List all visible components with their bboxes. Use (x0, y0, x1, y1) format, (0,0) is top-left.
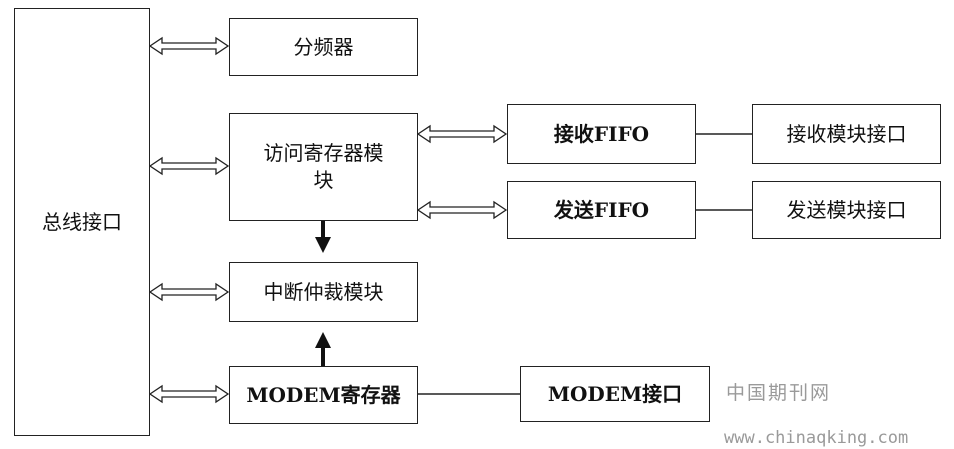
access-register-label: 访问寄存器模 块 (264, 140, 384, 194)
tx-fifo-label: 发送FIFO (553, 197, 650, 222)
bus-divider-arrow (148, 36, 230, 56)
bus-interface-label: 总线接口 (42, 209, 122, 234)
watermark-url: www.chinaqking.com (724, 428, 909, 448)
rx-fifo-label: 接收FIFO (553, 121, 650, 146)
tx-interface-label: 发送模块接口 (786, 197, 907, 222)
bus-interface-block: 总线接口 (14, 8, 150, 436)
modem-interface-block: MODEM接口 (520, 366, 710, 422)
watermark-name: 中国期刊网 (726, 382, 832, 404)
rx-interface-block: 接收模块接口 (752, 104, 941, 164)
modem-register-block: MODEM寄存器 (229, 366, 418, 424)
modem-interface-label: MODEM接口 (547, 381, 683, 406)
access-register-label-line1: 访问寄存器模 (263, 141, 384, 165)
access-register-block: 访问寄存器模 块 (229, 113, 418, 221)
tx-interface-block: 发送模块接口 (752, 181, 941, 239)
access-register-tx-fifo-arrow (416, 200, 508, 220)
divider-label: 分频器 (293, 34, 354, 59)
interrupt-arbiter-block: 中断仲裁模块 (229, 262, 418, 322)
rx-interface-label: 接收模块接口 (786, 121, 907, 146)
bus-modem-register-arrow (148, 384, 230, 404)
access-register-label-line2: 块 (313, 168, 334, 192)
tx-fifo-block: 发送FIFO (507, 181, 696, 239)
access-register-rx-fifo-arrow (416, 124, 508, 144)
bus-interrupt-arbiter-arrow (148, 282, 230, 302)
interrupt-arbiter-label: 中断仲裁模块 (263, 279, 384, 304)
rx-fifo-block: 接收FIFO (507, 104, 696, 164)
divider-block: 分频器 (229, 18, 418, 76)
bus-access-register-arrow (148, 156, 230, 176)
modem-register-label: MODEM寄存器 (246, 382, 401, 407)
